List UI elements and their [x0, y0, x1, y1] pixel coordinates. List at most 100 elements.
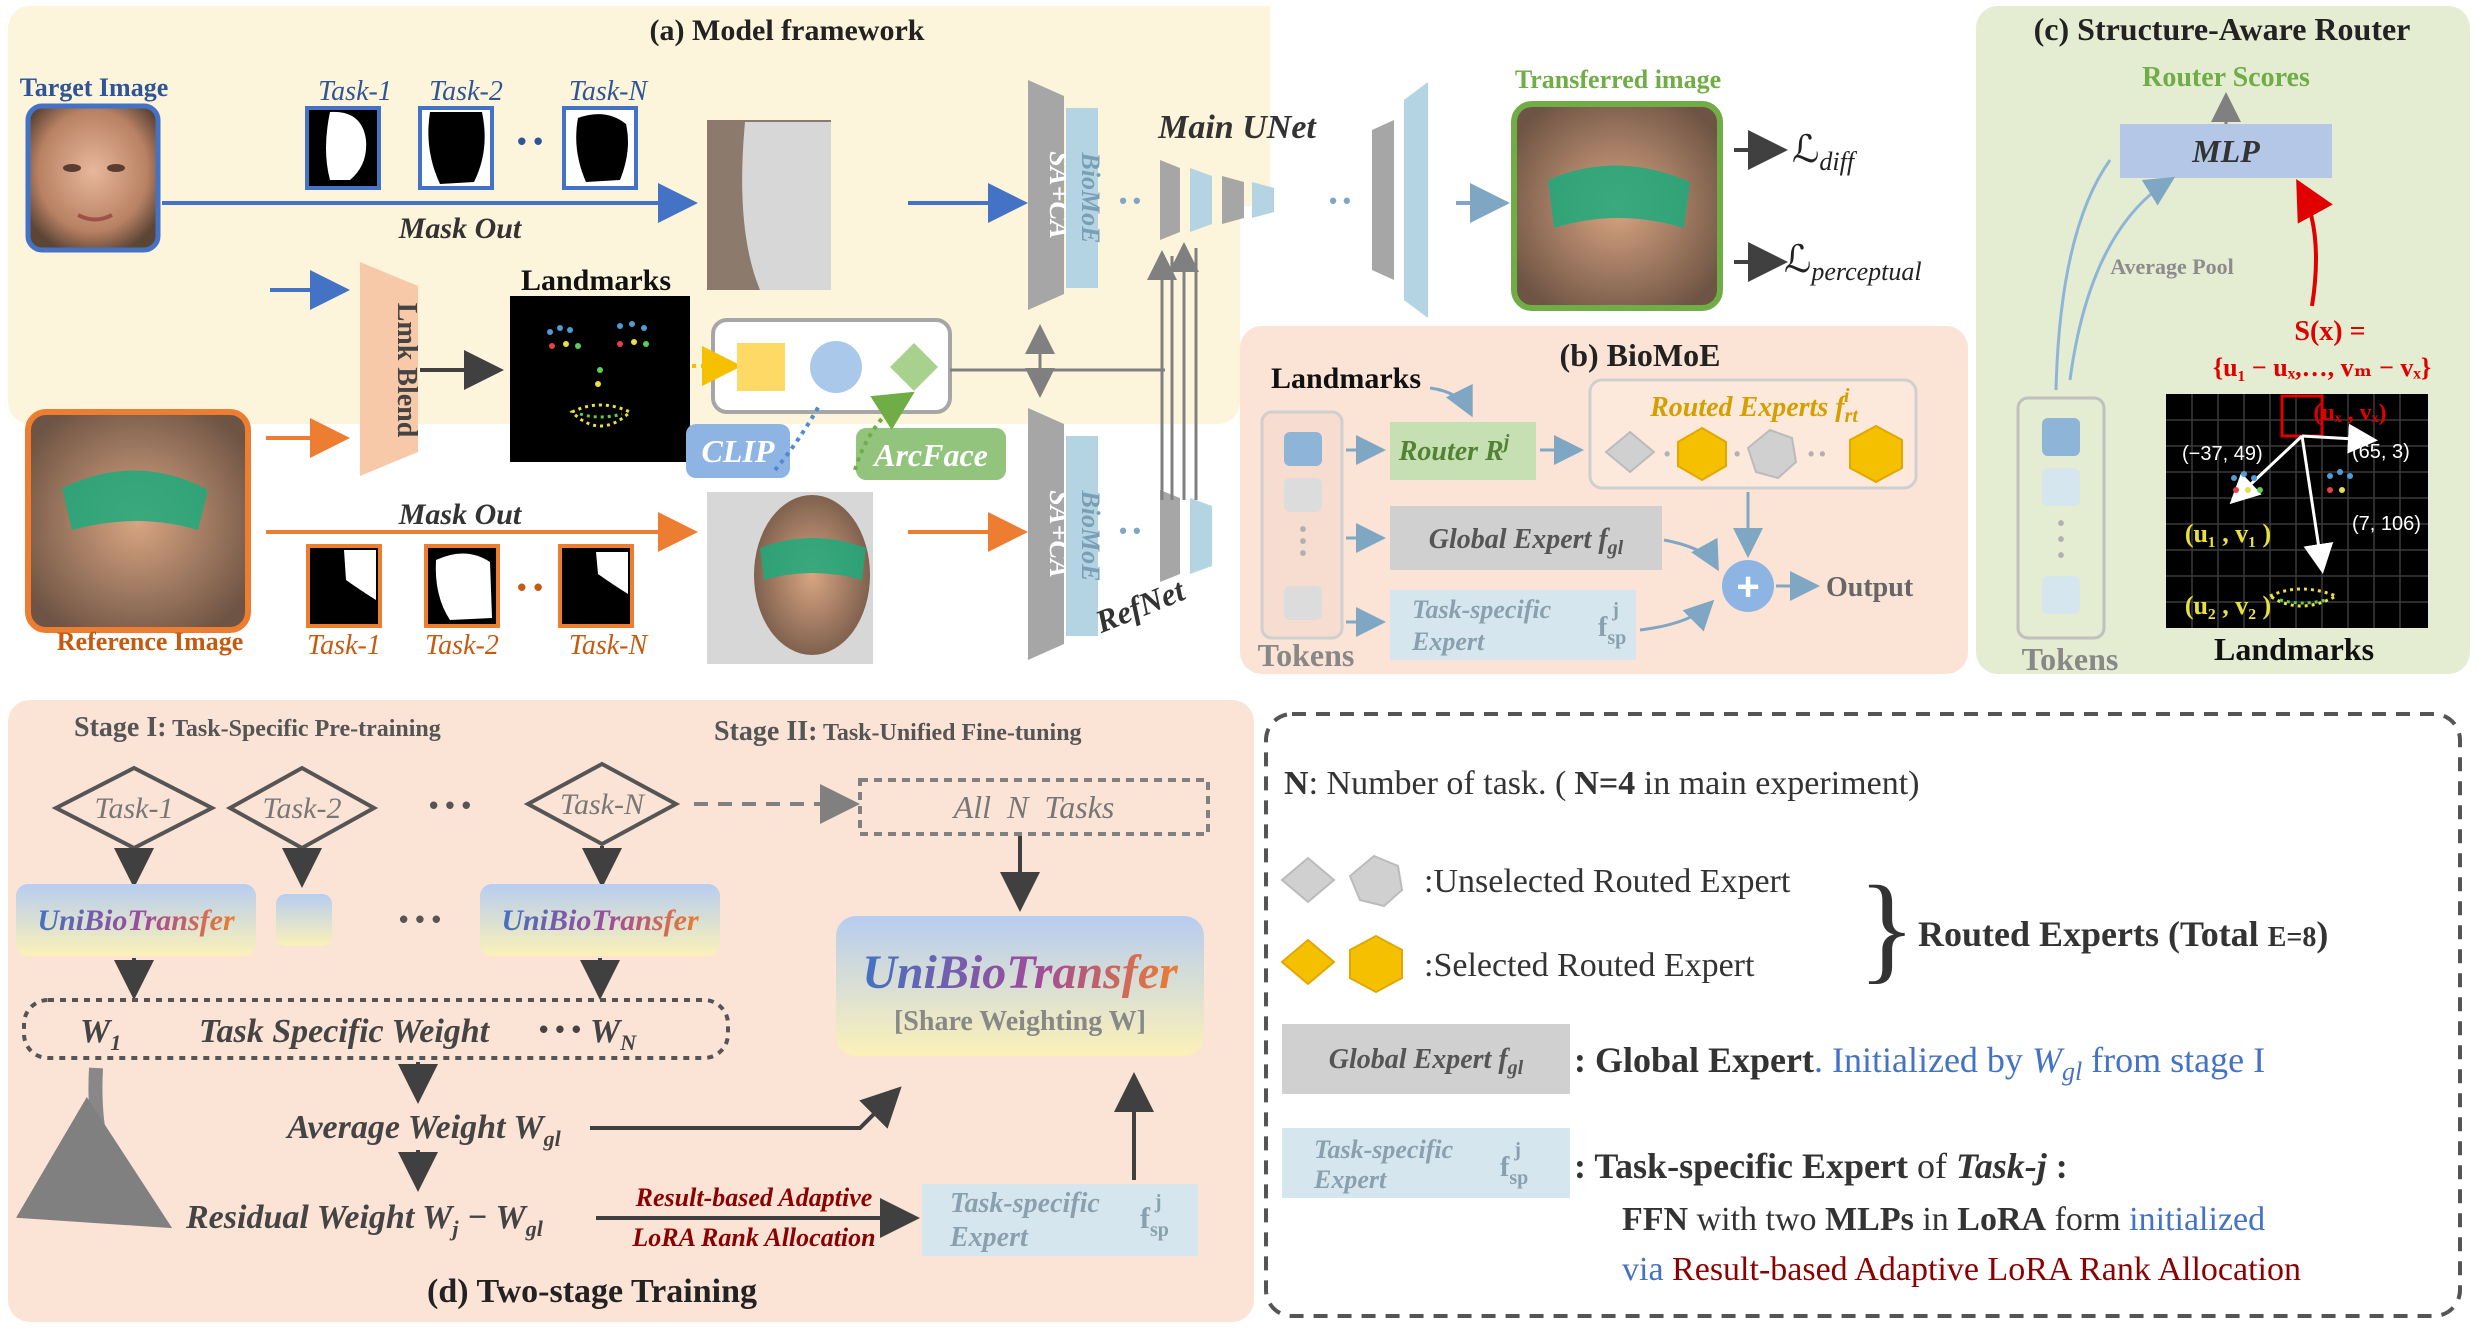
token-b-2 [1284, 478, 1322, 512]
legend-task-bold: : Task-specific Expert [1574, 1146, 1908, 1186]
legend-global-desc: : Global Expert. Initialized by Wgl from… [1574, 1040, 2265, 1086]
legend-global-box-sub: gl [1507, 1057, 1524, 1079]
mask-bottom-n-shape [596, 552, 628, 594]
mask-bottom-2-shape [435, 553, 492, 620]
legend-via-red: Result-based Adaptive LoRA Rank Allocati… [1672, 1251, 2301, 1288]
mask-dots-bottom: • • [517, 572, 542, 602]
ref-saca-block [1028, 408, 1064, 660]
task-diamond-1 [51, 765, 217, 851]
legend-task-f: fspj [1500, 1139, 1528, 1189]
tokens-up-arrow [2054, 159, 2112, 391]
lora-line2: LoRA Rank Allocation [631, 1223, 875, 1252]
loss-diff: ℒdiff [1792, 129, 1858, 176]
coord2-label: (65, 3) [2352, 441, 2410, 463]
task-expert-d-f-sup: j [1154, 1191, 1162, 1213]
target-image-label: Target Image [20, 73, 169, 102]
legend-unselected-1-icon [1280, 856, 1336, 904]
routed-dot-1: • [1664, 444, 1670, 464]
task-diamond-n [523, 761, 681, 847]
ref-biomoe-block [1066, 436, 1098, 636]
landmarks-image [510, 296, 690, 462]
landmarks-label-a: Landmarks [521, 264, 671, 297]
legend-task-f-letter: f [1500, 1152, 1510, 1183]
clip-arrow [773, 403, 822, 472]
average-pool-arrow [2068, 176, 2176, 381]
ref-masked-face [754, 495, 870, 655]
unibio-box-2 [276, 894, 332, 946]
arrow-global-sum [1663, 537, 1719, 572]
legend-routed-close: ) [2316, 914, 2328, 954]
legend-n-eq: N=4 [1574, 765, 1635, 802]
legend-task-desc: : Task-specific Expert of Task-j : [1574, 1146, 2068, 1186]
panel-a-title: (a) Model framework [650, 14, 925, 47]
routed-experts-sub: rt [1845, 405, 1860, 427]
task-expert-line1: Task-specific [1412, 595, 1552, 624]
panel-c-title: (c) Structure-Aware Router [2034, 11, 2411, 47]
unibio-box-n [480, 884, 720, 956]
mask-bottom-1-shape [344, 550, 376, 600]
unibio-box-1 [16, 884, 256, 956]
target-face-eye-left [63, 164, 81, 172]
task-expert-f-sub: sp [1607, 627, 1626, 649]
legend-task-of: of [1908, 1146, 1956, 1186]
legend-global-wsub: gl [2062, 1057, 2082, 1086]
task-expert-d-f: fspj [1140, 1191, 1169, 1241]
legend-ffn-line: FFN with two MLPs in LoRA form initializ… [1622, 1201, 2265, 1238]
reference-mask-paint [62, 470, 208, 530]
legend-selected-1-icon [1280, 938, 1336, 986]
landmarks-c-label: Landmarks [2214, 631, 2374, 667]
task-diamond-2 [225, 765, 379, 851]
ref-biomoe-label: BioMoE [1076, 489, 1105, 581]
lmk-blend-block [360, 262, 418, 476]
router-label-text: Router R [1398, 436, 1504, 467]
legend-routed-text: Routed Experts (Total [1918, 914, 2268, 954]
mask-out-top-label: Mask Out [398, 212, 523, 245]
legend-task-box [1282, 1128, 1570, 1198]
ux-vx-label: (uₓ , vₓ) [2313, 400, 2386, 426]
main-unet-dec-2 [1404, 82, 1428, 318]
loss-diff-symbol: ℒ [1792, 129, 1819, 171]
tokens-b-label: Tokens [1258, 637, 1355, 673]
clip-button [686, 424, 790, 478]
legend-n: N: Number of task. (N=4 in main experime… [1284, 765, 1919, 802]
mask-top-1-shape [326, 111, 367, 180]
main-unet-dots-1: • • [1119, 188, 1141, 213]
legend-task-line1: Task-specific [1314, 1135, 1454, 1164]
refnet-label: RefNet [1089, 571, 1190, 640]
mask-dots-top: • • [517, 126, 542, 156]
residual-weight-label: Residual Weight Wj − Wgl [185, 1199, 544, 1241]
transferred-image-label: Transferred image [1515, 65, 1721, 94]
legend-global-w: W [2032, 1040, 2065, 1080]
mlp-label: MLP [2191, 133, 2260, 169]
stage1-label: Stage I: Task-Specific Pre-training [74, 712, 441, 743]
lmk-blend-label: Lmk Blend [391, 303, 422, 438]
loss-perceptual-sub: perceptual [1809, 257, 1921, 286]
landmarks-router-arrow [1429, 383, 1473, 418]
legend-ffn-lora: LoRA [1957, 1201, 2046, 1238]
routed-experts-label: Routed Experts frti [1649, 385, 1859, 427]
legend-ffn-with: with two [1688, 1201, 1825, 1238]
legend-task-f-sup: j [1513, 1139, 1521, 1161]
u2-v2-label: (u₂ , v₂ ) [2185, 591, 2271, 620]
legend-ffn-bold: FFN [1622, 1201, 1689, 1238]
output-label: Output [1826, 572, 1914, 603]
legend-unselected-2-icon [1348, 854, 1404, 908]
global-expert-label: Global Expert fgl [1429, 524, 1624, 559]
all-tasks-label: All N Tasks [952, 789, 1115, 825]
average-weight-text: Average Weight W [285, 1109, 546, 1146]
panel-b-landmarks: Landmarks [1271, 362, 1421, 395]
legend-ffn-in: in [1914, 1201, 1957, 1238]
task-label-top-n: Task-N [569, 76, 649, 107]
router-block [1390, 422, 1536, 480]
wn-letter: W [590, 1013, 623, 1050]
unibio-box-n-label: UniBioTransfer [501, 904, 699, 937]
average-weight-sub: gl [543, 1126, 562, 1151]
unibio-big-box [836, 916, 1204, 1056]
legend-selected-2-icon [1349, 934, 1403, 994]
task-expert-f-sup: j [1611, 599, 1619, 621]
token-c-dots: • [2057, 513, 2064, 535]
target-face-mouth [77, 213, 113, 222]
legend-ffn-form: form [2046, 1201, 2129, 1238]
sum-plus: + [1736, 565, 1759, 609]
